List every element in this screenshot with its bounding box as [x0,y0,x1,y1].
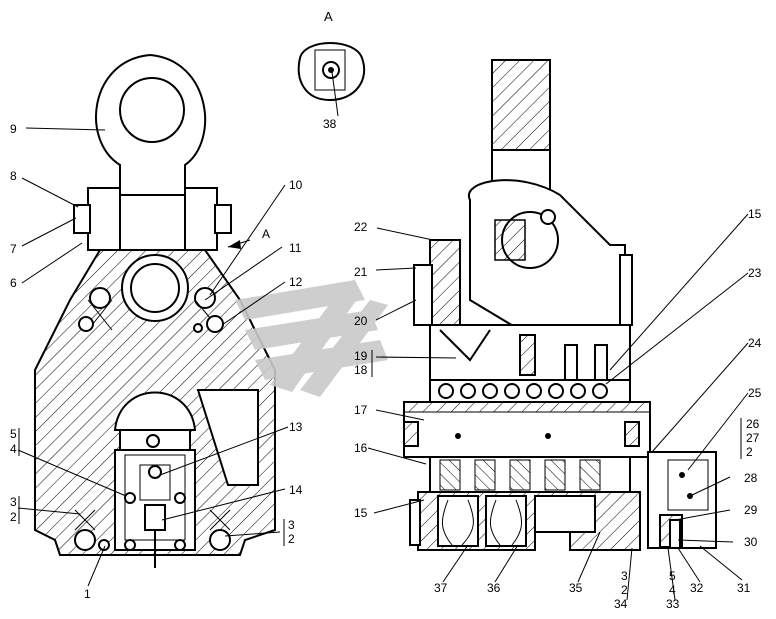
bearing-row-bottom [429,456,631,493]
callout-14: 14 [289,483,303,497]
callout-5-right: 5 [669,569,676,583]
leader-lines [17,71,749,601]
callout-27: 27 [746,431,760,445]
callout-32: 32 [690,581,704,595]
callout-24: 24 [748,336,762,350]
left-view [34,53,276,568]
callout-3-right: 3 [288,518,295,532]
callout-15-right: 15 [748,207,762,221]
callout-2-left: 2 [10,510,17,524]
callout-26: 26 [746,417,760,431]
callout-22: 22 [354,220,368,234]
callout-8: 8 [10,169,17,183]
callout-28: 28 [744,471,758,485]
callout-9: 9 [10,122,17,136]
motor-cover [113,391,197,431]
callout-labels: A A 9 8 7 6 10 11 12 13 14 1 5 4 3 2 3 2… [10,9,762,611]
callout-3-left: 3 [10,495,17,509]
callout-20: 20 [354,314,368,328]
right-lug [184,187,218,251]
watermark-logo [235,280,388,397]
callout-16: 16 [354,441,368,455]
callout-12: 12 [289,275,303,289]
callout-11: 11 [289,241,302,255]
callout-30: 30 [744,535,758,549]
callout-23: 23 [748,266,762,280]
right-view [403,59,717,551]
callout-35: 35 [569,581,583,595]
upper-rod [491,59,551,151]
lug-pin-right [214,204,232,234]
callout-1: 1 [84,587,91,601]
clip-right-bottom [209,509,231,551]
left-lug [87,187,121,251]
callout-37: 37 [434,581,448,595]
lug-pin-left [73,204,91,234]
callout-36: 36 [487,581,501,595]
callout-33: 33 [666,597,680,611]
callout-15-left: 15 [354,506,368,520]
clip-left-bottom [74,509,110,551]
eye-hole [119,77,185,143]
bearing-row-top [429,379,631,403]
callout-2-bottom: 2 [621,583,628,597]
callout-10: 10 [289,178,303,192]
callout-19: 19 [354,349,368,363]
callout-6: 6 [10,276,17,290]
callout-2-box: 2 [746,445,753,459]
detail-view-a [297,42,366,102]
callout-31: 31 [737,581,751,595]
clip-right-top [193,287,224,333]
view-arrow-label: A [262,227,270,241]
callout-2-right: 2 [288,532,295,546]
clip-left-top [78,287,113,332]
callout-25: 25 [748,386,762,400]
callout-21: 21 [354,265,368,279]
view-a-title: A [324,9,333,24]
bore-inner [130,263,180,313]
callout-38: 38 [323,117,337,131]
callout-17: 17 [354,403,368,417]
callout-5-left: 5 [10,427,17,441]
callout-7: 7 [10,242,17,256]
callout-29: 29 [744,503,758,517]
callout-34: 34 [614,597,628,611]
callout-18: 18 [354,363,368,377]
callout-4-right: 4 [669,583,676,597]
callout-13: 13 [289,420,303,434]
callout-3-bottom: 3 [621,569,628,583]
side-plate [429,239,461,331]
callout-4-left: 4 [10,442,17,456]
